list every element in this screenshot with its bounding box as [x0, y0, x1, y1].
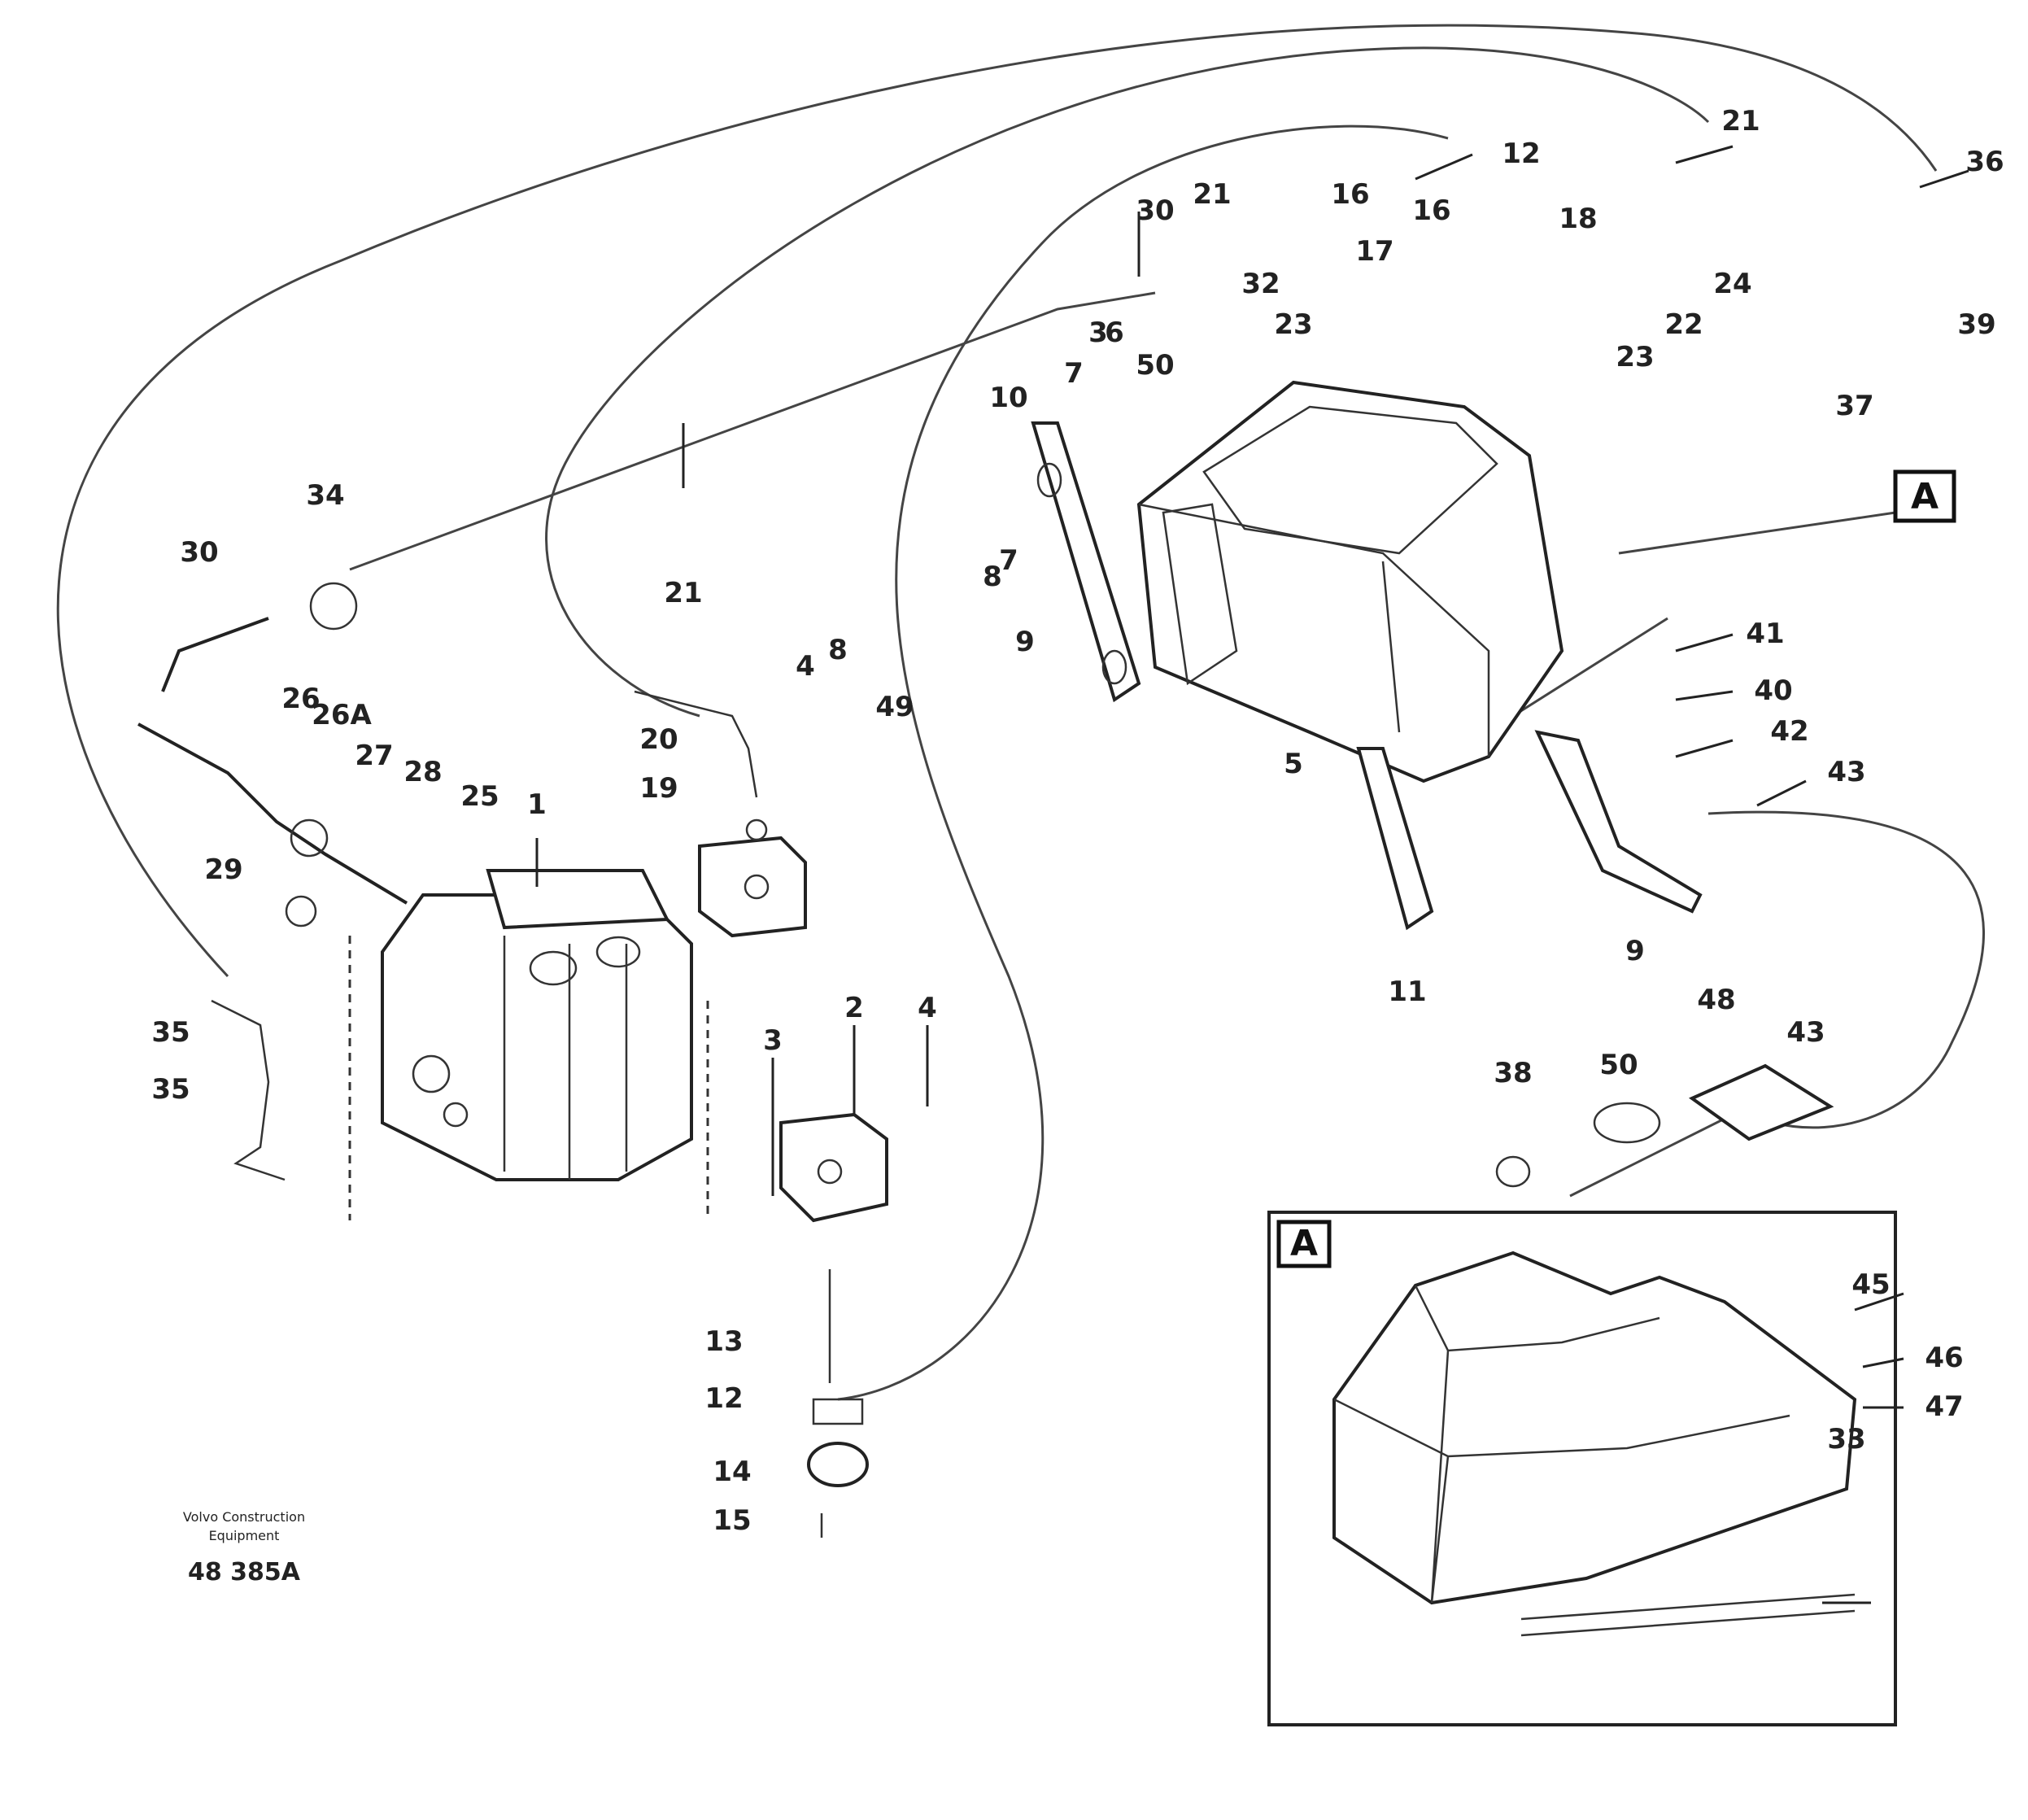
label-4: 4	[918, 992, 937, 1024]
label-26a: 26A	[312, 699, 372, 731]
label-23-b: 23	[1274, 308, 1312, 341]
label-4-b: 4	[796, 650, 815, 683]
label-47: 47	[1925, 1390, 1963, 1423]
wire-right-loop	[1707, 810, 1986, 1129]
wire-loop-outer	[56, 24, 1938, 978]
label-35: 35	[151, 1016, 190, 1049]
label-9-b: 9	[1015, 626, 1035, 658]
wire-to-marker	[1618, 511, 1896, 555]
detail-marker-label: A	[1290, 1223, 1318, 1264]
label-25: 25	[460, 780, 499, 813]
leader-lines	[535, 145, 1969, 1604]
label-19: 19	[639, 772, 678, 805]
label-49: 49	[875, 691, 914, 723]
label-15: 15	[713, 1504, 751, 1537]
label-21-c: 21	[664, 577, 702, 609]
valve-block	[348, 869, 709, 1220]
label-12-b: 12	[1502, 137, 1540, 170]
drawing-caption: Volvo Construction Equipment 48 385A	[183, 1509, 305, 1586]
view-marker-label: A	[1911, 476, 1939, 517]
label-42: 42	[1770, 715, 1808, 748]
caption-line-1: Volvo Construction	[183, 1509, 305, 1525]
label-21-b: 21	[1193, 178, 1231, 211]
label-5: 5	[1284, 748, 1303, 780]
label-6: 6	[1105, 316, 1124, 349]
bracket-lower	[1356, 747, 1434, 931]
connector-block-bottom	[779, 1112, 888, 1223]
label-30: 30	[1136, 194, 1174, 227]
label-38: 38	[1494, 1057, 1532, 1089]
label-20: 20	[639, 723, 678, 756]
label-18: 18	[1559, 203, 1597, 235]
hose-assembly-left	[137, 582, 408, 1181]
bracket-bottom-right	[1495, 1063, 1834, 1188]
bracket-right	[1534, 730, 1703, 914]
label-16: 16	[1412, 194, 1450, 227]
label-46: 46	[1925, 1342, 1963, 1374]
label-50-b: 50	[1136, 349, 1174, 382]
label-7: 7	[1064, 357, 1084, 390]
label-34: 34	[306, 479, 344, 512]
label-41: 41	[1746, 618, 1784, 650]
label-29: 29	[204, 853, 242, 886]
label-21: 21	[1721, 105, 1760, 137]
label-13: 13	[704, 1325, 743, 1358]
label-32: 32	[1241, 268, 1280, 300]
label-7-b: 7	[999, 544, 1018, 577]
fitting-stack	[634, 690, 869, 1538]
label-39: 39	[1957, 308, 1995, 341]
label-16-b: 16	[1331, 178, 1369, 211]
label-22: 22	[1664, 308, 1703, 341]
bracket-left	[1031, 421, 1141, 703]
wire-to-detail	[1569, 1105, 1750, 1198]
label-23: 23	[1616, 341, 1654, 373]
view-marker-a: A	[1893, 469, 1956, 523]
cab-housing	[1136, 380, 1564, 783]
label-45: 45	[1851, 1268, 1890, 1301]
label-50: 50	[1599, 1049, 1638, 1081]
label-14: 14	[713, 1456, 751, 1488]
connector-block-top	[698, 836, 807, 938]
label-37: 37	[1835, 390, 1873, 422]
label-33: 33	[1827, 1423, 1865, 1456]
wire-loop-mid	[837, 124, 1449, 1401]
label-28: 28	[403, 756, 442, 788]
label-27: 27	[355, 740, 393, 772]
label-30-b: 30	[180, 536, 218, 569]
label-17: 17	[1355, 235, 1393, 268]
label-11: 11	[1388, 975, 1426, 1008]
label-48: 48	[1697, 984, 1735, 1016]
label-40: 40	[1754, 674, 1792, 707]
label-12: 12	[704, 1382, 743, 1415]
label-9: 9	[1625, 935, 1645, 967]
caption-line-2: Equipment	[209, 1528, 280, 1543]
wire-diagonal	[349, 291, 1156, 571]
wire-to-bracket	[1512, 617, 1668, 718]
label-8: 8	[983, 561, 1002, 593]
wire-loop-inner	[545, 46, 1710, 718]
label-3-b: 3	[1088, 316, 1108, 349]
part-labels: 1 2 3 4 5 6 7 8 9 10 11 12 13 14 15 16 1…	[151, 105, 2004, 1537]
label-3: 3	[763, 1024, 783, 1057]
label-24: 24	[1713, 268, 1751, 300]
label-2: 2	[844, 992, 864, 1024]
label-26: 26	[281, 683, 320, 715]
label-1: 1	[527, 788, 547, 821]
label-10: 10	[989, 382, 1027, 414]
detail-a-panel: A	[1267, 1211, 1897, 1726]
label-36: 36	[1965, 146, 2004, 178]
label-8-b: 8	[828, 634, 848, 666]
drawing-code: 48 385A	[188, 1558, 301, 1586]
label-35-b: 35	[151, 1073, 190, 1106]
label-43: 43	[1827, 756, 1865, 788]
label-43-b: 43	[1786, 1016, 1825, 1049]
